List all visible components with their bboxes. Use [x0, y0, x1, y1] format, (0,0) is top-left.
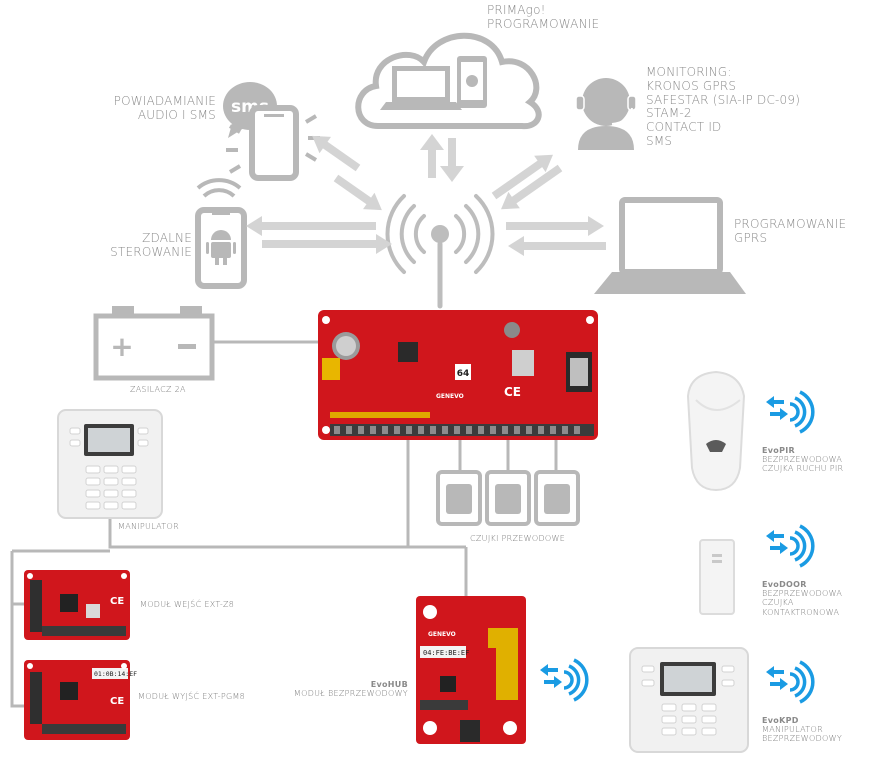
ext-pgm8-module: 01:0B:14:EF CE: [24, 660, 137, 740]
board-badge: 64: [457, 369, 470, 379]
module-pgm8-label: MODUŁ WYJŚĆ EXT-PGM8: [138, 692, 246, 701]
evohub-label: EvoHUB MODUŁ BEZPRZEWODOWY: [293, 680, 408, 699]
evodoor-label: EvoDOOR BEZPRZEWODOWA CZUJKA KONTAKTRONO…: [762, 580, 843, 617]
pgm8-code: 01:0B:14:EF: [94, 670, 137, 678]
monitoring-label: MONITORING: KRONOS GPRS SAFESTAR (SIA-IP…: [646, 65, 801, 148]
battery-label: ZASILACZ 2A: [130, 385, 186, 394]
svg-text:CE: CE: [110, 696, 124, 707]
gprs-prog-label: PROGRAMOWANIE GPRS: [734, 217, 847, 245]
evokpd-label: EvoKPD MANIPULATOR BEZPRZEWODOWY: [762, 716, 843, 744]
ext-z8-module: CE: [24, 570, 130, 640]
control-panel-board: 64 CE GENEVO: [318, 310, 598, 440]
evopir-label: EvoPIR BEZPRZEWODOWA CZUJKA RUCHU PIR: [762, 446, 844, 474]
android-phone-icon: [195, 178, 247, 289]
remote-label: ZDALNE STEROWANIE: [110, 231, 192, 259]
wired-sensors: [436, 470, 580, 526]
module-z8-label: MODUŁ WEJŚĆ EXT-Z8: [140, 600, 235, 609]
evokpd-keypad: [629, 647, 749, 753]
battery-plus: +: [110, 330, 133, 363]
wired-keypad: [57, 409, 163, 519]
wireless-signal-icon-door: [764, 524, 815, 568]
wireless-signal-icon-pir: [764, 390, 815, 434]
evohub-module: 04:FE:BE:EF GENEVO: [416, 596, 526, 744]
connection-arrows: [246, 134, 606, 256]
evohub-code: 04:FE:BE:EF: [423, 649, 469, 657]
evohub-brand: GENEVO: [428, 631, 456, 638]
wires: [10, 340, 558, 708]
cloud-icon: [355, 32, 542, 130]
cloud-label: PRIMAgo! PROGRAMOWANIE: [487, 3, 600, 31]
evodoor-sensor: [699, 539, 735, 615]
wireless-signal-icon-kpd: [764, 660, 815, 704]
battery-icon: +: [93, 306, 215, 381]
wireless-signal-icon-hub: [538, 658, 589, 702]
laptop-icon: [594, 197, 746, 294]
sensors-wired-label: CZUJKI PRZEWODOWE: [470, 534, 566, 543]
board-brand: GENEVO: [436, 393, 464, 400]
sms-phone-icon: sms: [223, 82, 320, 181]
operator-icon: [575, 74, 637, 150]
evopir-sensor: [686, 370, 746, 492]
keypad-wired-label: MANIPULATOR: [118, 522, 179, 531]
notify-label: POWIADAMIANIE AUDIO I SMS: [113, 94, 216, 122]
board-ce: CE: [504, 385, 521, 399]
svg-text:CE: CE: [110, 596, 124, 607]
antenna-icon: [385, 194, 495, 309]
